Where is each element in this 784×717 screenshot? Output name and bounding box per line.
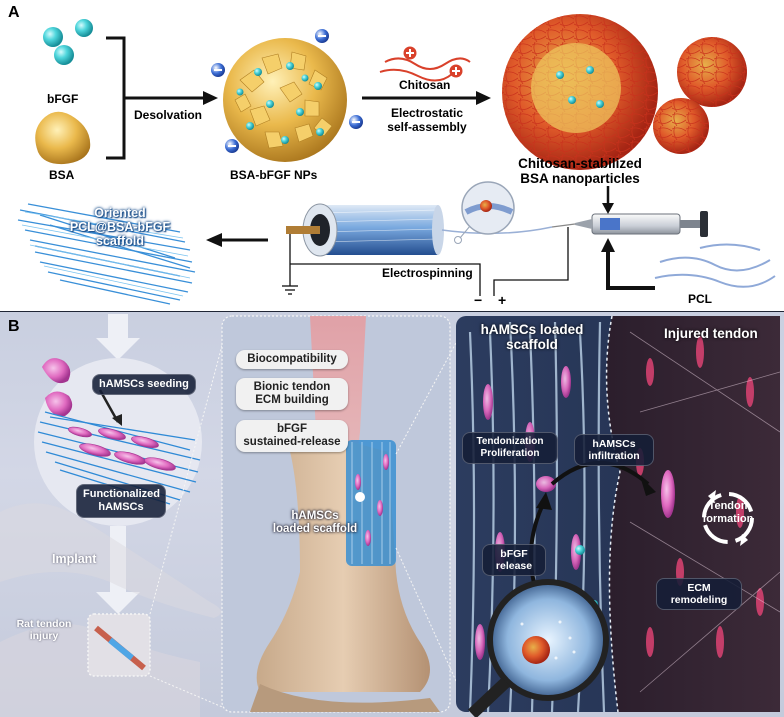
desolvation-label: Desolvation [134, 108, 203, 122]
cell-icon [42, 358, 73, 417]
collector-drum [286, 203, 553, 257]
loaded-scaffold [346, 440, 396, 566]
negative-terminal: − [474, 292, 483, 308]
bfgf-sphere [43, 27, 63, 47]
oriented-scaffold [17, 203, 196, 305]
arrow-down-icon [96, 314, 140, 360]
bfgf-sphere [54, 45, 74, 65]
bfgf-sphere [75, 19, 93, 37]
negative-charge-icon [211, 29, 363, 153]
panel-a-label: A [8, 4, 20, 21]
seeding-pill: hAMSCs seeding [92, 374, 196, 395]
chitosan-label: Chitosan [399, 78, 451, 92]
chitosan-nanoparticle-small [653, 37, 747, 154]
chitosan-stabilized-nanoparticle [502, 14, 658, 170]
nanoparticle-label: BSA-bFGF NPs [230, 168, 318, 182]
panel-b-label: B [8, 318, 20, 335]
bsa-blob [35, 111, 91, 165]
biocompatibility-pill: Biocompatibility [236, 350, 348, 369]
bsa-bfgf-nanoparticle [223, 38, 347, 162]
panel-b-graphics [0, 314, 781, 717]
injured-tendon-region [606, 316, 780, 712]
panel-a-graphics [17, 14, 776, 305]
injured-title: Injured tendon [664, 326, 758, 341]
pcl-fibers [654, 243, 776, 288]
pcl-label: PCL [688, 292, 712, 306]
electrospinning-label: Electrospinning [382, 266, 473, 280]
bsa-label: BSA [49, 168, 75, 182]
infiltrating-cell [661, 470, 675, 518]
panel-a: A bFGF BSA Desolvation BSA-bFGF NPs Chit… [0, 0, 784, 312]
positive-terminal: + [498, 292, 507, 308]
bfgf-label: bFGF [47, 92, 79, 106]
magnifier-icon [467, 579, 609, 717]
implant-label: Implant [52, 552, 97, 566]
syringe [551, 211, 708, 237]
